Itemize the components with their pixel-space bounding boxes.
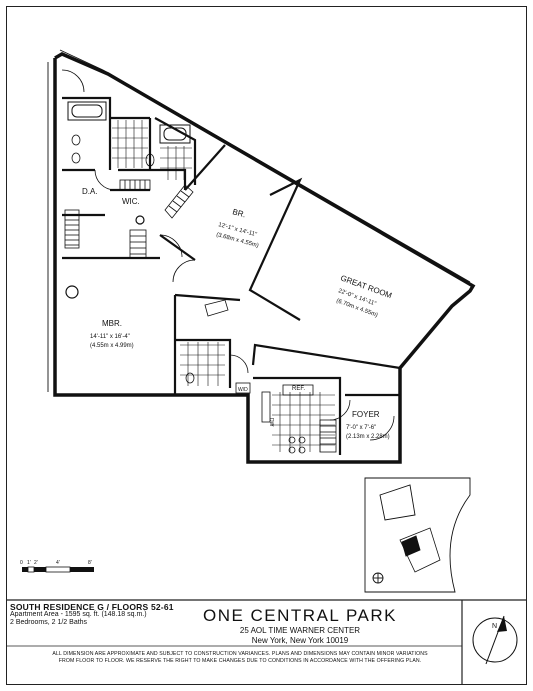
north-arrow-icon: N xyxy=(472,615,518,665)
scale-label-1: 1' xyxy=(27,560,31,566)
mbr-name: MBR. xyxy=(102,319,122,328)
closets xyxy=(64,179,337,453)
disclaimer-line-2: FROM FLOOR TO FLOOR. WE RESERVE THE RIGH… xyxy=(58,658,422,664)
br-name: BR. xyxy=(231,207,246,219)
scale-bar: 0 1' 2' 4' 8' xyxy=(20,560,94,573)
key-plan xyxy=(364,477,471,593)
bedroom-count: 2 Bedrooms, 2 1/2 Baths xyxy=(10,619,88,626)
residence-info: SOUTH RESIDENCE G / FLOORS 52-61 Apartme… xyxy=(10,603,174,627)
scale-label-8: 8' xyxy=(88,560,92,566)
disclaimer-line-1: ALL DIMENSION ARE APPROXIMATE AND SUBJEC… xyxy=(52,651,428,657)
building-name: ONE CENTRAL PARK xyxy=(202,606,398,625)
foyer-name: FOYER xyxy=(352,410,380,419)
tiled-floors xyxy=(112,120,335,452)
apartment-area: Apartment Area - 1595 sq. ft. (148.18 sq… xyxy=(10,611,147,618)
north-label: N xyxy=(492,623,497,630)
room-labels: BR. 12'-1" x 14'-11" (3.68m x 4.55m) GRE… xyxy=(82,187,393,440)
scale-label-2: 2' xyxy=(34,560,38,566)
scale-label-0: 0 xyxy=(20,560,23,566)
scale-label-4: 4' xyxy=(56,560,60,566)
structural-columns xyxy=(65,215,145,299)
door-swings xyxy=(61,69,395,441)
exterior-walls xyxy=(53,52,476,464)
interior-walls xyxy=(62,96,401,455)
foyer-dims: 7'-0" x 7'-6" xyxy=(346,425,376,431)
plumbing-fixtures xyxy=(71,134,314,454)
building-info: ONE CENTRAL PARK 25 AOL TIME WARNER CENT… xyxy=(150,606,450,646)
mbr-dims-metric: (4.55m x 4.99m) xyxy=(90,343,134,349)
residence-title: SOUTH RESIDENCE G / FLOORS 52-61 xyxy=(10,602,174,612)
wic-name: WIC. xyxy=(122,197,140,206)
disclaimer: ALL DIMENSION ARE APPROXIMATE AND SUBJEC… xyxy=(30,651,450,665)
wd-label: W/D xyxy=(238,387,248,393)
window-wall xyxy=(47,49,471,392)
da-name: D.A. xyxy=(82,187,98,196)
foyer-dims-metric: (2.13m x 2.28m) xyxy=(346,434,390,440)
address-line-1: 25 AOL TIME WARNER CENTER xyxy=(239,626,361,635)
ref-label: REF. xyxy=(292,386,305,392)
dw-label: DW xyxy=(268,418,274,427)
plan-sheet xyxy=(6,6,527,685)
address-line-2: New York, New York 10019 xyxy=(251,636,349,645)
bathtubs xyxy=(67,101,191,144)
mbr-dims: 14'-11" x 16'-4" xyxy=(90,334,130,340)
